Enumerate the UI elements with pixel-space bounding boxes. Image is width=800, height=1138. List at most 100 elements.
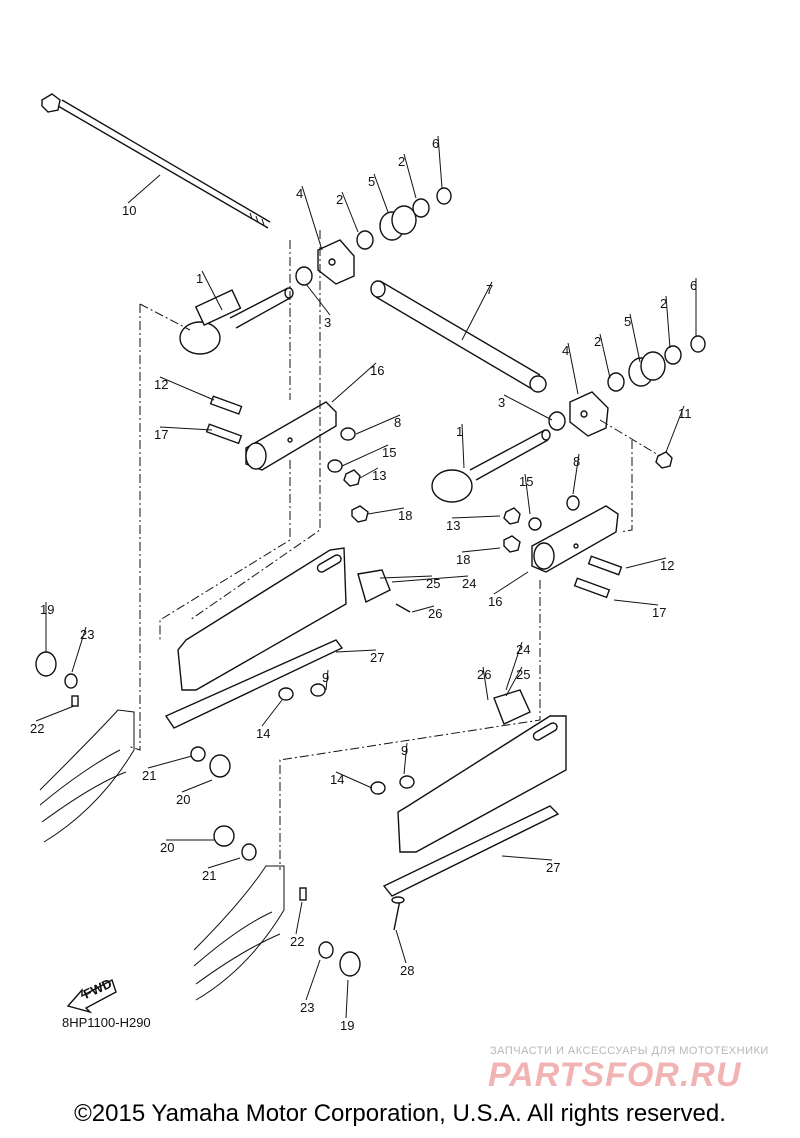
callout-leader <box>159 376 215 401</box>
callout-leader <box>572 453 580 495</box>
part-callout-12: 12 <box>154 377 168 392</box>
callout-leader <box>391 575 469 583</box>
callout-leader <box>625 557 667 569</box>
callout-leader <box>411 605 435 613</box>
callout-leader <box>461 423 465 469</box>
part-callout-12: 12 <box>660 558 674 573</box>
callout-leader <box>567 342 579 395</box>
part-callout-4: 4 <box>296 186 303 201</box>
part-callout-21: 21 <box>202 868 216 883</box>
part-callout-26: 26 <box>428 606 442 621</box>
part-callout-22: 22 <box>290 934 304 949</box>
bolts-right <box>503 495 623 599</box>
callout-leader <box>599 333 611 379</box>
part-callout-15: 15 <box>519 474 533 489</box>
callout-leader <box>501 855 553 861</box>
callout-leader <box>201 270 223 311</box>
part-callout-2: 2 <box>660 296 667 311</box>
part-callout-27: 27 <box>546 860 560 875</box>
callout-leader <box>335 649 377 653</box>
callout-leader <box>345 979 349 1019</box>
part-callout-23: 23 <box>80 627 94 642</box>
part-callout-3: 3 <box>324 315 331 330</box>
bushings <box>278 683 415 931</box>
part-callout-8: 8 <box>573 454 580 469</box>
part-callout-2: 2 <box>594 334 601 349</box>
part-callout-20: 20 <box>160 840 174 855</box>
part-callout-11: 11 <box>678 406 692 421</box>
hull-sketch-upper <box>39 709 135 843</box>
callout-leader <box>437 135 443 189</box>
bracket-block-right <box>569 391 609 437</box>
diagram-code: 8HP1100-H290 <box>62 1015 151 1030</box>
callout-leader <box>341 444 389 467</box>
callout-leader <box>403 742 408 775</box>
callout-leader <box>159 426 213 431</box>
callout-leader <box>335 771 373 789</box>
hull-sketch-lower <box>193 865 285 1001</box>
part-callout-25: 25 <box>426 576 440 591</box>
part-callout-13: 13 <box>446 518 460 533</box>
part-callout-16: 16 <box>488 594 502 609</box>
callout-leader <box>482 666 489 701</box>
part-callout-18: 18 <box>456 552 470 567</box>
callout-leader <box>207 857 241 869</box>
part-callout-26: 26 <box>477 667 491 682</box>
callout-leader <box>524 473 531 515</box>
part-callout-21: 21 <box>142 768 156 783</box>
callout-leader <box>503 394 553 421</box>
watermark-tagline: ЗАПЧАСТИ И АКСЕССУАРЫ ДЛЯ МОТОТЕХНИКИ <box>490 1045 769 1057</box>
part-callout-2: 2 <box>398 154 405 169</box>
callout-leader <box>613 599 659 606</box>
part-callout-22: 22 <box>30 721 44 736</box>
callout-leader <box>493 571 529 595</box>
callout-leaders <box>35 135 697 1019</box>
part-callout-9: 9 <box>322 670 329 685</box>
callout-leader <box>505 666 523 697</box>
part-callout-9: 9 <box>401 743 408 758</box>
part-callout-13: 13 <box>372 468 386 483</box>
upper-rail <box>164 547 347 729</box>
callout-leader <box>331 362 377 403</box>
part-callout-24: 24 <box>462 576 476 591</box>
bracket-block-upper <box>317 239 355 285</box>
long-bolt-part <box>41 93 271 229</box>
part-callout-28: 28 <box>400 963 414 978</box>
part-callout-18: 18 <box>398 508 412 523</box>
part-callout-5: 5 <box>368 174 375 189</box>
arm-left <box>245 401 337 471</box>
part-callout-23: 23 <box>300 1000 314 1015</box>
callout-leader <box>505 641 523 691</box>
part-callout-8: 8 <box>394 415 401 430</box>
clip-lower <box>493 689 531 725</box>
callout-leader <box>305 283 331 316</box>
part-callout-20: 20 <box>176 792 190 807</box>
lower-rail <box>382 715 567 897</box>
callout-leader <box>367 507 405 515</box>
part-callout-1: 1 <box>456 424 463 439</box>
part-callout-19: 19 <box>340 1018 354 1033</box>
fwd-arrow-icon: FWD <box>66 976 117 1014</box>
callout-leader <box>295 901 303 935</box>
part-callout-16: 16 <box>370 363 384 378</box>
part-callout-15: 15 <box>382 445 396 460</box>
callout-leader <box>379 575 433 579</box>
bolts-left <box>205 395 369 523</box>
callout-leader <box>461 281 493 341</box>
callout-leader <box>451 515 501 519</box>
arm-right <box>531 505 619 573</box>
callout-leader <box>325 669 329 691</box>
callout-leader <box>665 295 671 349</box>
pivot-shaft-left <box>179 287 294 355</box>
callout-leader <box>341 191 359 233</box>
callout-leader <box>147 755 193 769</box>
callout-leader <box>665 405 685 453</box>
washers-springs-upper <box>295 187 452 286</box>
pivot-shaft-right <box>431 429 551 503</box>
part-callout-2: 2 <box>336 192 343 207</box>
copyright-notice: ©2015 Yamaha Motor Corporation, U.S.A. A… <box>74 1100 726 1127</box>
callout-leader <box>355 414 401 435</box>
part-callout-27: 27 <box>370 650 384 665</box>
